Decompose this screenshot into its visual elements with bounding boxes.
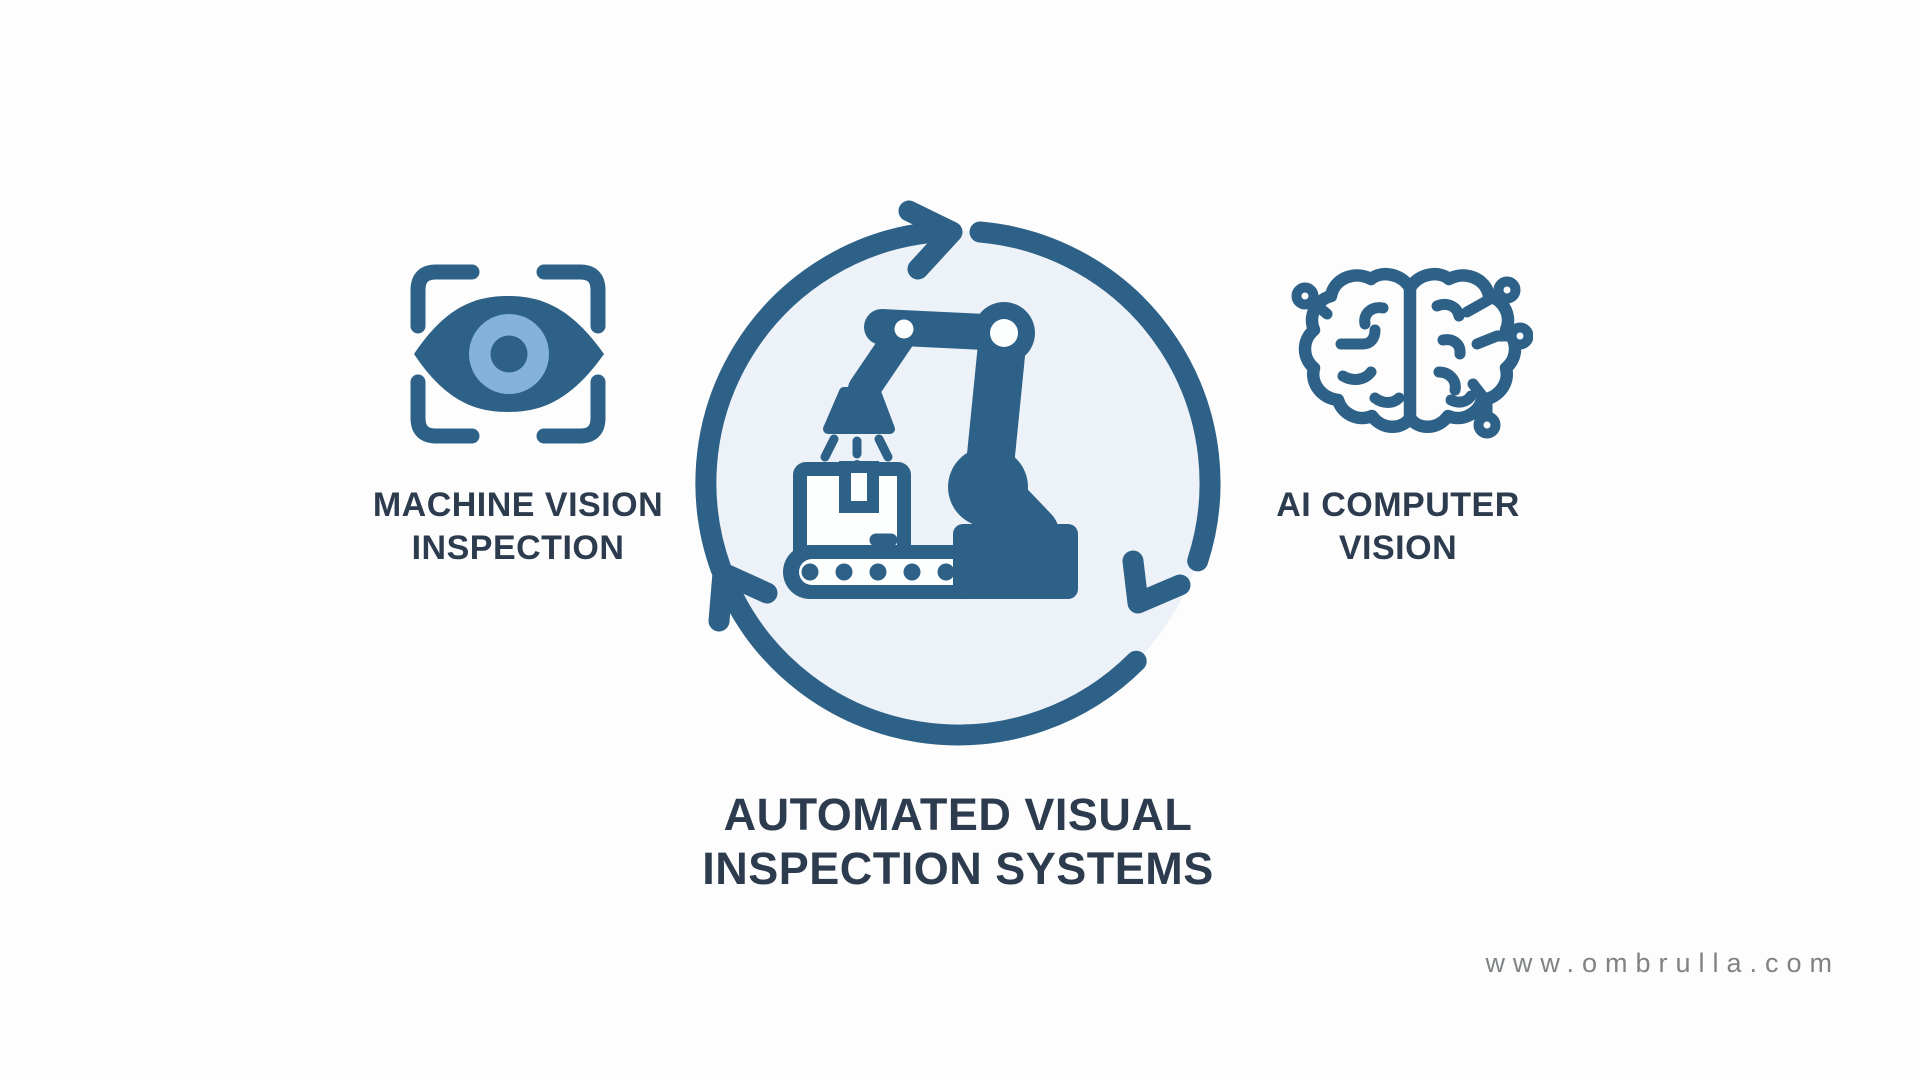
brain-outline: [1298, 267, 1522, 433]
eye-pupil: [490, 335, 528, 373]
arrowhead-top: [898, 200, 963, 280]
cycle-arc-left: [695, 222, 938, 580]
bracket-bottom-left: [410, 374, 480, 444]
page-title: AUTOMATED VISUAL INSPECTION SYSTEMS: [558, 788, 1358, 896]
ai-brain-icon: [1291, 267, 1534, 439]
page-title-line2: INSPECTION SYSTEMS: [702, 843, 1214, 894]
scanner-head: [823, 387, 895, 434]
ai-vision-label-line1: AI COMPUTER: [1276, 486, 1520, 524]
circular-arrows-icon: [695, 200, 1221, 746]
machine-vision-feature: [408, 264, 608, 444]
shoulder-hole: [990, 319, 1018, 347]
cycle-arc-bottom: [723, 586, 1147, 746]
machine-vision-label: MACHINE VISION INSPECTION: [308, 484, 728, 570]
conveyor-rollers: [801, 563, 955, 581]
website-url: www.ombrulla.com: [1485, 948, 1840, 978]
robot-base: [953, 524, 1078, 599]
bracket-bottom-right: [536, 374, 606, 444]
machine-vision-label-line2: INSPECTION: [411, 529, 625, 567]
automation-cycle: [658, 183, 1258, 783]
scanner-light-dot: [852, 460, 862, 470]
arrowhead-right: [1122, 550, 1191, 614]
robotic-arm-conveyor-icon: [783, 302, 1078, 599]
ai-vision-label-line2: VISION: [1338, 529, 1458, 567]
page-title-line1: AUTOMATED VISUAL: [723, 789, 1193, 840]
ai-vision-feature: [1283, 252, 1534, 457]
arrowhead-bottom-left: [708, 562, 778, 632]
joint-hole-left: [894, 319, 914, 339]
package-tape: [839, 461, 879, 513]
ai-vision-label: AI COMPUTER VISION: [1188, 484, 1608, 570]
circuit-nodes: [1291, 276, 1534, 439]
eye-scan-icon: [410, 264, 606, 444]
scanner-light-rays: [820, 434, 893, 462]
brain-folds: [1335, 298, 1477, 408]
machine-vision-label-line1: MACHINE VISION: [372, 486, 664, 524]
cycle-arc-right: [969, 221, 1221, 572]
bracket-top-right: [536, 264, 606, 334]
bracket-top-left: [410, 264, 480, 334]
